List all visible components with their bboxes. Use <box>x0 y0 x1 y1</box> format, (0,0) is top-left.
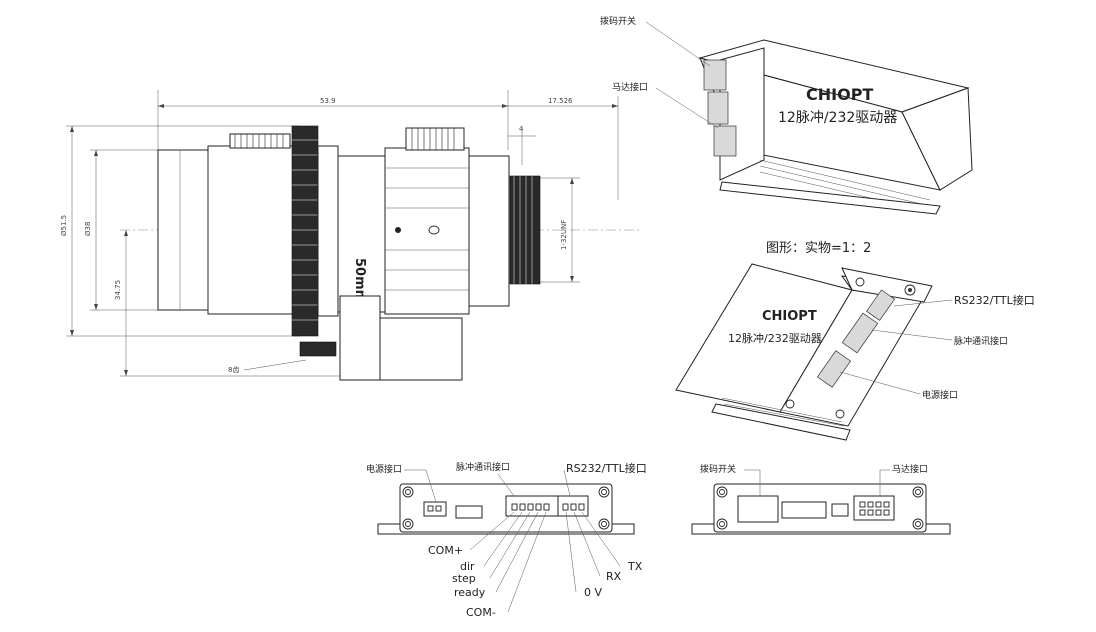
front-pulse-label: 脉冲通讯接口 <box>456 461 510 473</box>
dim-mount: 1-32UNF <box>560 220 568 250</box>
top-model: 12脉冲/232驱动器 <box>778 110 897 126</box>
gear-teeth-label: 8齿 <box>228 366 239 374</box>
pin-step: step <box>452 572 476 585</box>
dim-flange: 17.526 <box>548 97 573 105</box>
bottom-brand: CHIOPT <box>762 309 817 324</box>
top-dip-label: 拨码开关 <box>600 15 636 27</box>
pin-com-minus: COM- <box>466 606 496 619</box>
lens-side-view: 53.9 17.526 4 Ø51.5 Ø38 34.75 1-32UNF <box>60 90 640 381</box>
pin-tx: TX <box>627 560 643 573</box>
bottom-pulse-label: 脉冲通讯接口 <box>954 335 1008 347</box>
pin-com-plus: COM+ <box>428 544 463 557</box>
driver-iso-bottom: CHIOPT 12脉冲/232驱动器 RS232/TTL接口 脉冲通讯接口 电源… <box>675 263 1035 441</box>
dim-body-dia: Ø38 <box>84 222 92 236</box>
bottom-rs232-label: RS232/TTL接口 <box>954 294 1035 307</box>
focal-length-label: 50mm <box>352 258 367 303</box>
driver-iso-top: CHIOPT 12脉冲/232驱动器 拨码开关 马达接口 <box>600 15 973 215</box>
pin-rx: RX <box>606 570 622 583</box>
rear-dip-label: 拨码开关 <box>700 463 736 475</box>
bottom-model: 12脉冲/232驱动器 <box>728 331 822 345</box>
dim-total-length: 53.9 <box>320 97 336 105</box>
pin-ready: ready <box>454 586 486 599</box>
pin-zero-v: 0 V <box>584 586 602 599</box>
front-panel-view: 电源接口 脉冲通讯接口 RS232/TTL接口 COM+ dir step re… <box>366 461 647 619</box>
dim-offset: 34.75 <box>114 280 122 300</box>
bottom-power-label: 电源接口 <box>922 389 958 401</box>
scale-note: 图形：实物=1：2 <box>766 241 871 256</box>
top-brand: CHIOPT <box>806 85 873 104</box>
rear-panel-view: 拨码开关 马达接口 <box>691 463 951 535</box>
front-rs232-label: RS232/TTL接口 <box>566 462 647 475</box>
dim-step: 4 <box>519 125 524 133</box>
rear-motor-label: 马达接口 <box>892 463 928 475</box>
dim-outer-dia: Ø51.5 <box>60 215 68 236</box>
pin-dir: dir <box>460 560 475 573</box>
front-power-label: 电源接口 <box>366 463 402 475</box>
top-motor-label: 马达接口 <box>612 81 648 93</box>
